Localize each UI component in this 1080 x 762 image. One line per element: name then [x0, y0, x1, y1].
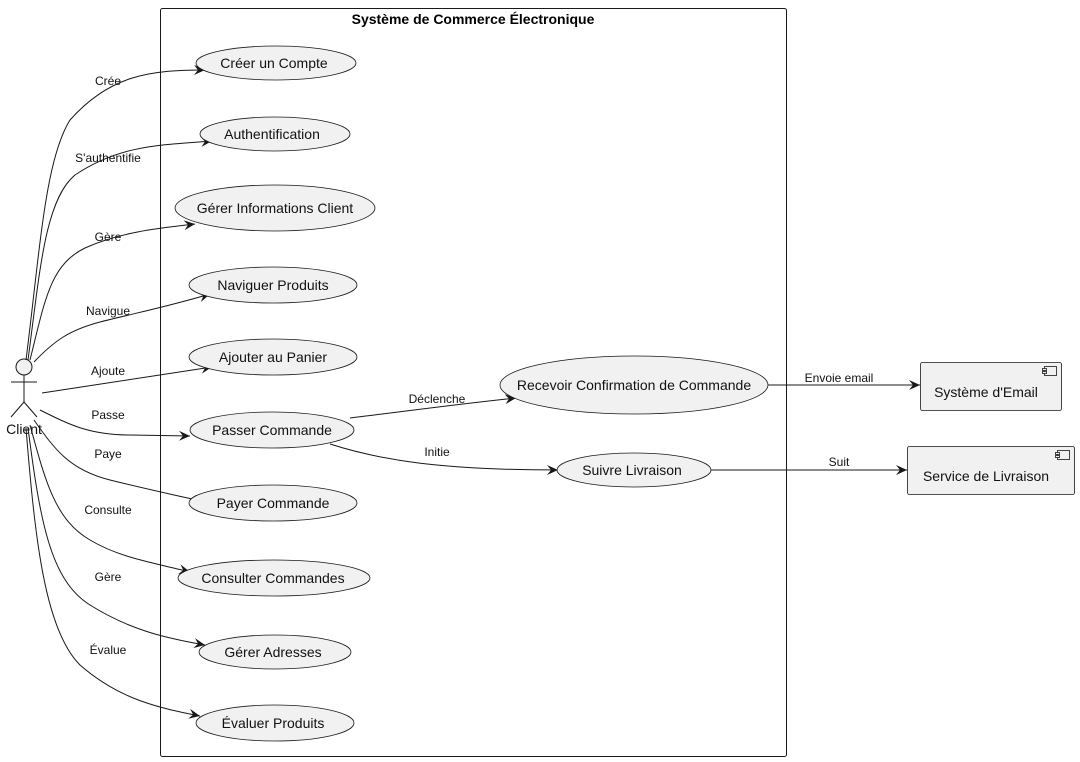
use-case-label: Créer un Compte — [220, 55, 328, 71]
edge-label-paye: Paye — [94, 447, 122, 461]
use-case-shape — [188, 338, 358, 376]
use-case-shape — [198, 634, 352, 670]
edge-navigue — [33, 292, 211, 363]
edge-label-navigue: Navigue — [86, 304, 130, 318]
use-case-gerer-adresses[interactable]: Gérer Adresses — [198, 634, 352, 670]
use-case-consulter-commandes[interactable]: Consulter Commandes — [177, 559, 371, 597]
use-case-shape — [174, 184, 376, 232]
edge-cree — [25, 65, 206, 361]
component-icon — [1055, 450, 1070, 460]
use-case-shape — [199, 116, 351, 152]
edge-label-evalue: Évalue — [90, 642, 127, 657]
edge-paye — [33, 419, 206, 505]
edge-label-declenche: Déclenche — [409, 392, 466, 406]
actor-client: Client — [6, 358, 42, 437]
edge-label-passe: Passe — [91, 408, 125, 422]
use-case-label: Gérer Informations Client — [197, 200, 354, 216]
component-label: Système d'Email — [934, 384, 1038, 400]
edge-label-envoie-email: Envoie email — [805, 371, 874, 385]
component-box — [920, 362, 1062, 411]
use-case-naviguer[interactable]: Naviguer Produits — [188, 266, 358, 304]
edge-label-cree: Crée — [95, 74, 121, 88]
edge-initie — [329, 443, 559, 475]
use-case-shape — [195, 704, 355, 742]
actor-leg-right — [23, 401, 38, 418]
use-case-label: Ajouter au Panier — [219, 349, 328, 365]
component-livraison[interactable]: Service de Livraison — [907, 446, 1075, 495]
use-case-label: Payer Commande — [217, 495, 330, 511]
component-label: Service de Livraison — [923, 468, 1049, 484]
system-title: Système de Commerce Électronique — [352, 11, 595, 27]
actor-head — [15, 358, 33, 376]
use-case-suivre-livraison[interactable]: Suivre Livraison — [556, 452, 712, 488]
edge-declenche — [349, 394, 517, 419]
component-email[interactable]: Système d'Email — [920, 362, 1062, 411]
component-icon — [1042, 366, 1057, 376]
use-case-shape — [188, 484, 358, 522]
edge-label-ajoute: Ajoute — [91, 364, 125, 378]
use-case-gerer-infos[interactable]: Gérer Informations Client — [174, 184, 376, 232]
use-case-label: Authentification — [224, 126, 320, 142]
use-case-label: Évaluer Produits — [222, 715, 325, 731]
edge-gere-adresses — [27, 427, 206, 649]
edge-label-authentifie: S'authentifie — [75, 151, 141, 165]
edge-label-gere-adresses: Gère — [95, 570, 122, 584]
use-case-shape — [556, 452, 712, 488]
use-case-authentification[interactable]: Authentification — [199, 116, 351, 152]
edge-label-initie: Initie — [424, 445, 450, 459]
use-case-payer-commande[interactable]: Payer Commande — [188, 484, 358, 522]
component-box — [907, 446, 1075, 495]
use-case-label: Gérer Adresses — [224, 644, 321, 660]
edge-label-gere-infos: Gère — [95, 230, 122, 244]
use-case-shape — [177, 559, 371, 597]
edge-passe — [39, 409, 191, 441]
use-case-shape — [189, 411, 355, 449]
use-case-recevoir-confirmation[interactable]: Recevoir Confirmation de Commande — [499, 355, 769, 415]
edge-ajoute — [41, 363, 213, 394]
use-case-label: Naviguer Produits — [217, 277, 328, 293]
actor-name: Client — [6, 421, 42, 437]
use-case-shape — [195, 45, 357, 81]
use-case-creer-compte[interactable]: Créer un Compte — [195, 45, 357, 81]
edge-label-suit: Suit — [829, 455, 850, 469]
edge-evalue — [25, 427, 201, 719]
use-case-evaluer-produits[interactable]: Évaluer Produits — [195, 704, 355, 742]
edge-consulte — [29, 424, 191, 575]
use-case-label: Consulter Commandes — [201, 570, 344, 586]
use-case-shape — [499, 355, 769, 415]
edge-gere-infos — [29, 220, 196, 361]
actor-leg-left — [10, 401, 25, 418]
edge-label-consulte: Consulte — [84, 503, 132, 517]
use-case-ajouter-panier[interactable]: Ajouter au Panier — [188, 338, 358, 376]
edge-authentifie — [27, 136, 213, 361]
use-case-label: Suivre Livraison — [582, 462, 682, 478]
use-case-shape — [188, 266, 358, 304]
use-case-label: Recevoir Confirmation de Commande — [517, 377, 751, 393]
use-case-label: Passer Commande — [212, 422, 332, 438]
use-case-passer-commande[interactable]: Passer Commande — [189, 411, 355, 449]
